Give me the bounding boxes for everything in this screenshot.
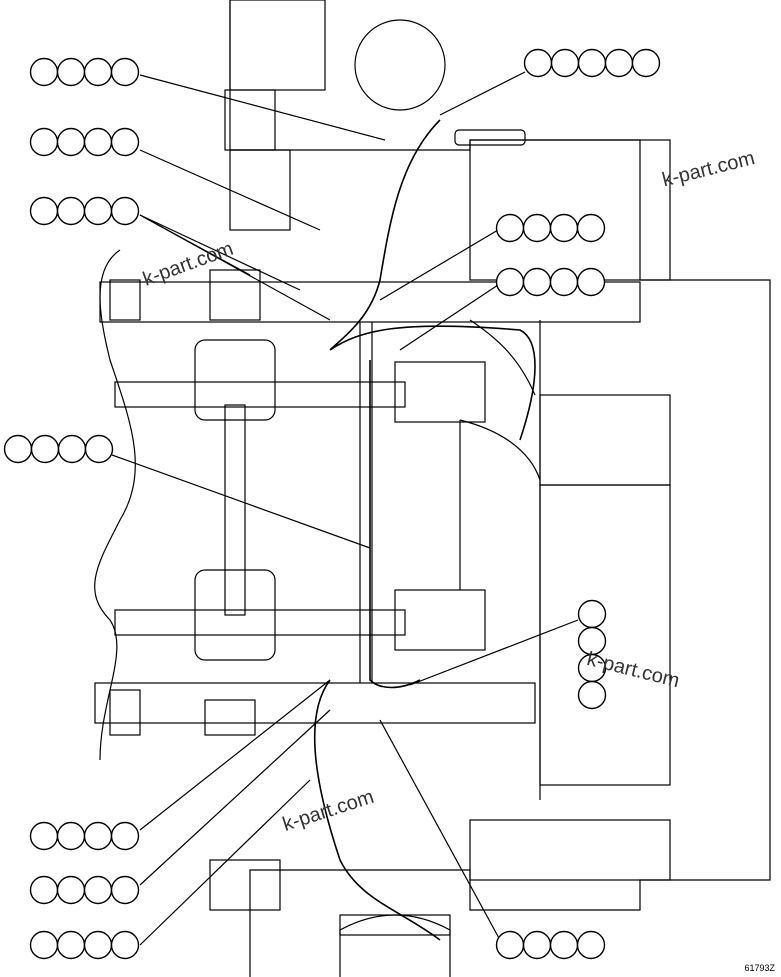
callout-bubble bbox=[631, 48, 661, 78]
right-housing-lower bbox=[469, 819, 671, 881]
center-plate-2 bbox=[394, 589, 486, 651]
frame-outline bbox=[229, 0, 771, 977]
callout-bubble bbox=[56, 930, 86, 960]
callout-bubble bbox=[83, 196, 113, 226]
callout-bubble bbox=[56, 875, 86, 905]
callout-bottom-left-3 bbox=[29, 930, 140, 960]
callout-bottom-right bbox=[495, 930, 606, 960]
callout-bubble bbox=[604, 48, 634, 78]
callout-bubble bbox=[110, 821, 140, 851]
callout-bubble bbox=[84, 434, 114, 464]
callout-bubble bbox=[577, 680, 607, 710]
callout-bubble bbox=[29, 57, 59, 87]
bottom-mount bbox=[209, 859, 281, 911]
callout-bubble bbox=[522, 930, 552, 960]
battery-box-lower bbox=[539, 484, 671, 786]
callout-bubble bbox=[56, 127, 86, 157]
callout-bubble bbox=[30, 434, 60, 464]
callout-bottom-left-2 bbox=[29, 875, 140, 905]
callout-left-middle bbox=[3, 434, 114, 464]
callout-bubble bbox=[83, 821, 113, 851]
center-plate-1 bbox=[394, 361, 486, 423]
callout-top-right-1 bbox=[523, 48, 661, 78]
axle-beam-2 bbox=[114, 609, 406, 636]
main-harness bbox=[313, 119, 536, 941]
callout-bubble bbox=[522, 267, 552, 297]
connector-plate-top bbox=[209, 269, 261, 321]
callout-bubble bbox=[576, 213, 606, 243]
callout-bubble bbox=[576, 267, 606, 297]
callout-bubble bbox=[110, 196, 140, 226]
callout-top-left-1 bbox=[29, 57, 140, 87]
spring-upper bbox=[194, 339, 276, 421]
battery-box-upper bbox=[539, 394, 671, 486]
callout-bubble bbox=[83, 875, 113, 905]
callout-bubble bbox=[57, 434, 87, 464]
callout-bubble bbox=[110, 127, 140, 157]
callout-bubble bbox=[110, 930, 140, 960]
callout-bubble bbox=[83, 57, 113, 87]
callout-bubble bbox=[576, 930, 606, 960]
cross-member-bottom bbox=[94, 682, 536, 724]
callout-right-2 bbox=[495, 267, 606, 297]
drawing-number: 61793Z bbox=[744, 963, 775, 973]
callout-bubble bbox=[56, 196, 86, 226]
callout-bubble bbox=[577, 48, 607, 78]
callout-bubble bbox=[577, 599, 607, 629]
callout-bubble bbox=[29, 821, 59, 851]
callout-bubble bbox=[83, 127, 113, 157]
callout-bubble bbox=[110, 57, 140, 87]
callout-bubble bbox=[522, 213, 552, 243]
callout-right-1 bbox=[495, 213, 606, 243]
top-motor bbox=[354, 19, 446, 111]
callout-bubble bbox=[56, 57, 86, 87]
callout-bubble bbox=[29, 875, 59, 905]
callout-bubble bbox=[495, 213, 525, 243]
axle-beam-1 bbox=[114, 381, 406, 408]
callout-bubble bbox=[550, 48, 580, 78]
callout-bubble bbox=[549, 213, 579, 243]
callout-bubble bbox=[110, 875, 140, 905]
callout-bottom-left-1 bbox=[29, 821, 140, 851]
callout-bubble bbox=[549, 930, 579, 960]
callout-bubble bbox=[29, 196, 59, 226]
callout-bubble bbox=[56, 821, 86, 851]
callout-top-left-3 bbox=[29, 196, 140, 226]
callout-bubble bbox=[495, 267, 525, 297]
callout-top-left-2 bbox=[29, 127, 140, 157]
cross-member-top bbox=[99, 281, 641, 323]
callout-bubble bbox=[495, 930, 525, 960]
bottom-motor bbox=[339, 914, 451, 977]
callout-bubble bbox=[29, 127, 59, 157]
callout-bubble bbox=[29, 930, 59, 960]
spring-lower bbox=[194, 569, 276, 661]
left-wavy-edge bbox=[94, 249, 136, 761]
callout-right-vertical bbox=[577, 599, 607, 710]
callout-bubble bbox=[523, 48, 553, 78]
connector-plate-bottom bbox=[204, 699, 256, 736]
callout-bubble bbox=[83, 930, 113, 960]
callout-bubble bbox=[3, 434, 33, 464]
callout-bubble bbox=[549, 267, 579, 297]
